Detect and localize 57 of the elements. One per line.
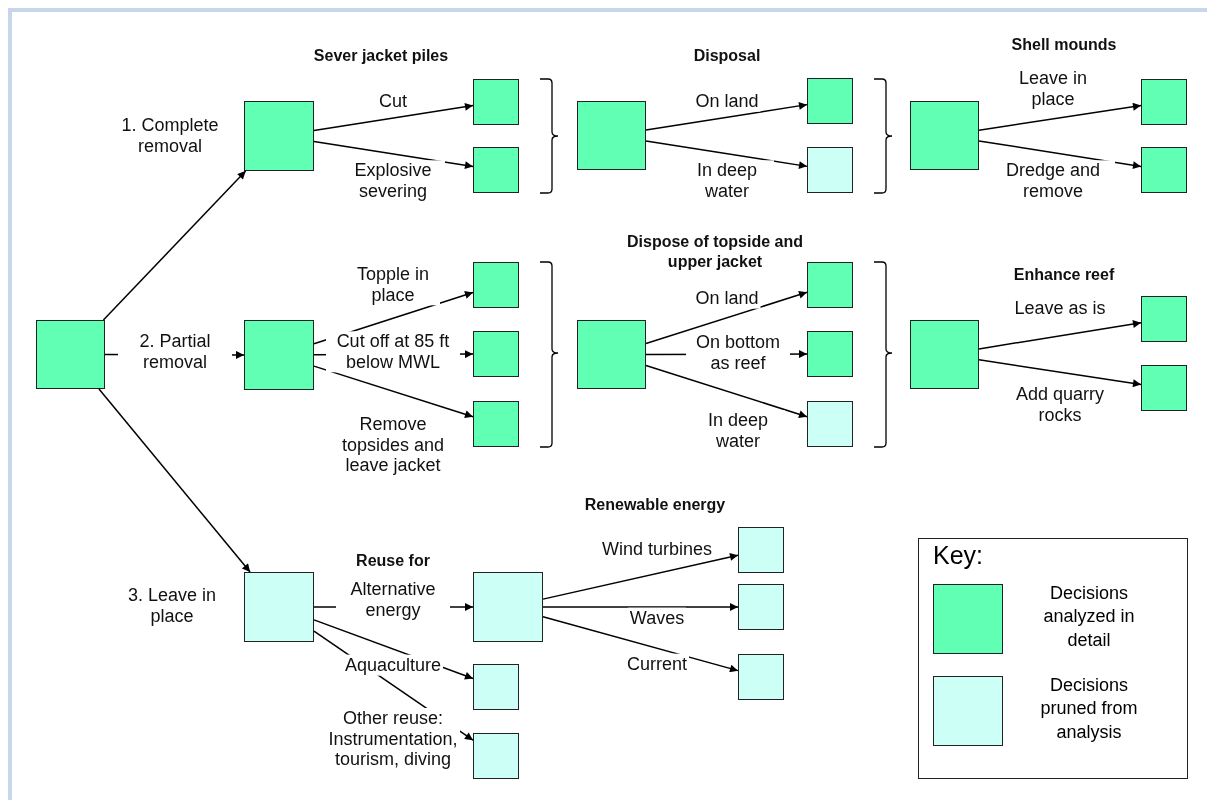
decision-box [738, 527, 784, 573]
decision-box [910, 320, 979, 389]
edge-label: Cut off at 85 ft below MWL [326, 331, 460, 373]
decision-box [1141, 147, 1187, 193]
arrow [542, 615, 739, 673]
decision-box [1141, 79, 1187, 125]
decision-box [807, 78, 853, 124]
legend-label: Decisions analyzed in detail [1042, 582, 1136, 652]
heading: Shell mounds [1011, 35, 1117, 55]
decision-box [1141, 296, 1187, 342]
arrow [313, 102, 474, 132]
arrow [645, 364, 808, 419]
heading: Sever jacket piles [313, 46, 449, 66]
arrow [313, 365, 474, 419]
edge-label: Aquaculture [342, 654, 444, 676]
decision-box [577, 320, 646, 389]
arrow [313, 140, 474, 170]
decision-box [473, 733, 519, 779]
decision-box [473, 331, 519, 377]
decision-box [738, 654, 784, 700]
decision-box [577, 101, 646, 170]
arrow [542, 553, 739, 600]
heading: Disposal [693, 46, 761, 66]
arrow [978, 320, 1142, 350]
arrow [645, 290, 808, 345]
decision-box [910, 101, 979, 170]
decision-box [807, 331, 853, 377]
arrow [978, 140, 1142, 170]
arrow [645, 140, 808, 170]
legend-title: Key: [933, 541, 984, 570]
legend-label: Decisions pruned from analysis [1039, 674, 1139, 744]
decision-box [738, 584, 784, 630]
edge-label: Alternative energy [336, 579, 450, 621]
decision-box [36, 320, 105, 389]
decision-box [807, 262, 853, 308]
decision-box [473, 572, 543, 642]
decision-box [807, 401, 853, 447]
decision-box [473, 262, 519, 308]
decision-box [473, 147, 519, 193]
heading: Renewable energy [584, 495, 726, 515]
arrow [98, 388, 251, 573]
arrow [542, 603, 739, 611]
decision-box [473, 401, 519, 447]
heading: Reuse for [356, 551, 430, 571]
decision-box [1141, 365, 1187, 411]
arrow [102, 170, 247, 321]
arrow [978, 359, 1142, 388]
decision-box [807, 147, 853, 193]
decision-box [473, 79, 519, 125]
heading: Dispose of topside and upper jacket [626, 232, 804, 272]
decision-box [244, 572, 314, 642]
arrow [645, 101, 808, 131]
decision-box [244, 101, 314, 171]
decision-box [244, 320, 314, 390]
heading: Enhance reef [1013, 265, 1115, 285]
arrow [978, 102, 1142, 131]
decision-box [473, 664, 519, 710]
